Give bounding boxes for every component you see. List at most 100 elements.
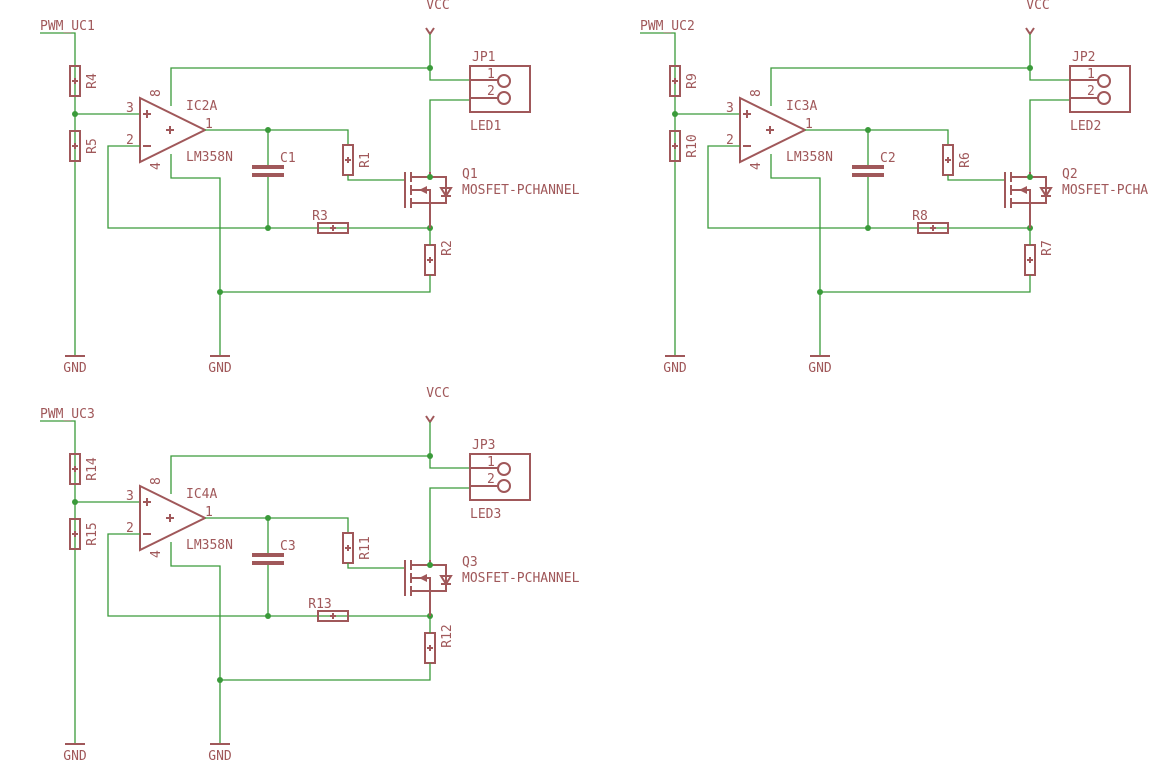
pin-number-1: 1 <box>805 117 813 132</box>
connector-pin-leads <box>470 467 498 487</box>
resistor-gate-label: R11 <box>358 536 373 559</box>
junction-dot <box>1027 174 1033 180</box>
connector-pin-leads <box>1070 79 1098 99</box>
opamp-output-wire <box>205 129 349 145</box>
pin-number-2: 2 <box>126 521 134 536</box>
resistor-feedback-plus <box>930 225 936 231</box>
resistor-bottom <box>69 518 81 550</box>
connector-pin-1 <box>1097 74 1111 88</box>
pwm-divider-wire <box>40 32 76 355</box>
resistor-bottom-label: R5 <box>85 138 100 154</box>
mosfet-body-diode <box>430 564 453 592</box>
pin-number-8: 8 <box>749 89 764 97</box>
resistor-gate-plus <box>345 157 351 163</box>
resistor-gate-label: R1 <box>358 152 373 168</box>
resistor-top-plus <box>672 78 678 84</box>
connector-part-label: LED1 <box>470 119 501 134</box>
pin-number-1: 1 <box>205 505 213 520</box>
opamp-center-plus <box>766 126 774 134</box>
connector-pin-2-number: 2 <box>487 472 495 487</box>
opamp-supply-wire <box>770 67 1030 106</box>
resistor-feedback-label: R3 <box>312 209 328 224</box>
pin-number-3: 3 <box>726 101 734 116</box>
connector-name-label: JP2 <box>1072 50 1095 65</box>
pin-number-4: 4 <box>149 550 164 558</box>
opamp-center-plus <box>166 514 174 522</box>
pwm-net-label: PWM_UC3 <box>40 407 95 422</box>
pwm-net-label: PWM_UC1 <box>40 19 95 34</box>
drain-to-connector-wire <box>1029 99 1070 172</box>
resistor-sense-plus <box>427 645 433 651</box>
capacitor-plate-top <box>852 165 884 169</box>
gate-drive-wire <box>347 175 405 181</box>
opamp-ground-wire <box>170 154 221 355</box>
junction-dot <box>865 225 871 231</box>
resistor-bottom <box>669 130 681 162</box>
mosfet-part-label: MOSFET-PCHANNEL <box>462 183 580 198</box>
opamp-triangle <box>139 96 208 164</box>
vcc-arrow <box>425 27 435 36</box>
resistor-feedback-plus <box>330 225 336 231</box>
mosfet-body-diode <box>1030 176 1053 204</box>
resistor-top-label: R14 <box>85 457 100 481</box>
vcc-arrow <box>1025 27 1035 36</box>
gnd-left-label: GND <box>63 749 87 764</box>
resistor-feedback-label: R13 <box>308 597 331 612</box>
connector-pin-1 <box>497 74 511 88</box>
connector-body <box>469 65 531 113</box>
resistor-feedback <box>917 222 949 234</box>
mosfet-arrow <box>419 574 427 582</box>
junction-dot <box>427 453 433 459</box>
gnd-mid-label: GND <box>808 361 832 376</box>
capacitor-plate-bottom <box>852 173 884 177</box>
pwm-net-label: PWM_UC2 <box>640 19 695 34</box>
junction-dot <box>217 289 223 295</box>
gnd-mid-label: GND <box>208 361 232 376</box>
capacitor-label: C2 <box>880 151 896 166</box>
resistor-top <box>69 65 81 97</box>
resistor-top-plus <box>72 466 78 472</box>
pin-number-8: 8 <box>149 477 164 485</box>
mosfet-name-label: Q2 <box>1062 167 1078 182</box>
resistor-sense-label: R7 <box>1040 240 1055 256</box>
feedback-wire <box>107 145 430 229</box>
opamp-supply-wire <box>170 67 430 106</box>
opamp-supply-wire <box>170 455 430 494</box>
sense-return-wire <box>220 275 431 293</box>
opamp-part-label: LM358N <box>186 150 233 165</box>
gate-drive-wire <box>347 563 405 569</box>
pin-number-3: 3 <box>126 489 134 504</box>
circuit-block-1: PWM_UC1R4R5GND32184IC2ALM358NVCCR1C1R3Q1… <box>40 0 580 376</box>
opamp-part-label: LM358N <box>186 538 233 553</box>
connector-part-label: LED3 <box>470 507 501 522</box>
resistor-sense-plus <box>427 257 433 263</box>
resistor-gate-label: R6 <box>958 152 973 168</box>
resistor-top-plus <box>72 78 78 84</box>
vcc-to-connector-wire <box>429 34 470 81</box>
opamp-output-wire <box>805 129 949 145</box>
opamp-triangle <box>739 96 808 164</box>
resistor-top <box>69 453 81 485</box>
pwm-divider-wire <box>640 32 676 355</box>
vcc-to-connector-wire <box>1029 34 1070 81</box>
capacitor-label: C1 <box>280 151 296 166</box>
sense-return-wire <box>220 663 431 681</box>
connector-pin-1-number: 1 <box>1087 67 1095 82</box>
gnd-left-label: GND <box>663 361 687 376</box>
connector-body <box>469 453 531 501</box>
capacitor-plate-bottom <box>252 561 284 565</box>
resistor-top-label: R4 <box>85 73 100 89</box>
opamp-name-label: IC4A <box>186 487 217 502</box>
drain-to-connector-wire <box>429 487 470 560</box>
opamp-triangle <box>139 484 208 552</box>
resistor-sense-label: R12 <box>440 624 455 647</box>
connector-name-label: JP3 <box>472 438 495 453</box>
resistor-sense-label: R2 <box>440 240 455 256</box>
connector-pin-2 <box>1097 91 1111 105</box>
mosfet-name-label: Q1 <box>462 167 478 182</box>
pin-number-1: 1 <box>205 117 213 132</box>
sense-return-wire <box>820 275 1031 293</box>
connector-pin-2-number: 2 <box>487 84 495 99</box>
connector-pin-2 <box>497 91 511 105</box>
mosfet-part-label: MOSFET-PCHANNEL <box>462 571 580 586</box>
